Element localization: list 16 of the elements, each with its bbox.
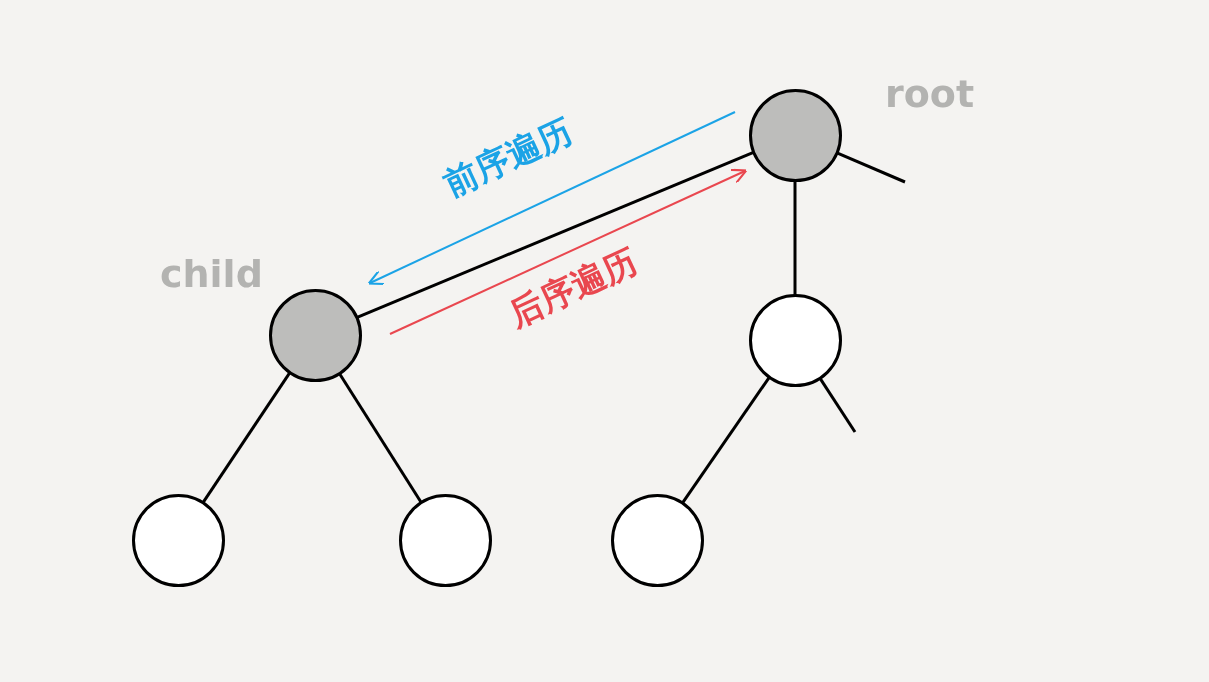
connector-line bbox=[681, 376, 771, 504]
tree-node-circle bbox=[398, 493, 492, 587]
tree-node-circle bbox=[748, 293, 842, 387]
tree-node-circle bbox=[610, 493, 704, 587]
tree-node-circle bbox=[268, 288, 362, 382]
connector-line bbox=[793, 180, 797, 295]
traversal-label: 前序遍历 bbox=[439, 112, 577, 202]
connector-line bbox=[337, 372, 423, 503]
node-caption: child bbox=[160, 255, 263, 293]
connector-line bbox=[835, 151, 906, 184]
tree-node-circle bbox=[748, 88, 842, 182]
connector-line bbox=[818, 376, 857, 433]
connector-line bbox=[201, 371, 292, 504]
traversal-label: 后序遍历 bbox=[504, 242, 642, 332]
tree-node-circle bbox=[131, 493, 225, 587]
node-caption: root bbox=[885, 75, 975, 113]
